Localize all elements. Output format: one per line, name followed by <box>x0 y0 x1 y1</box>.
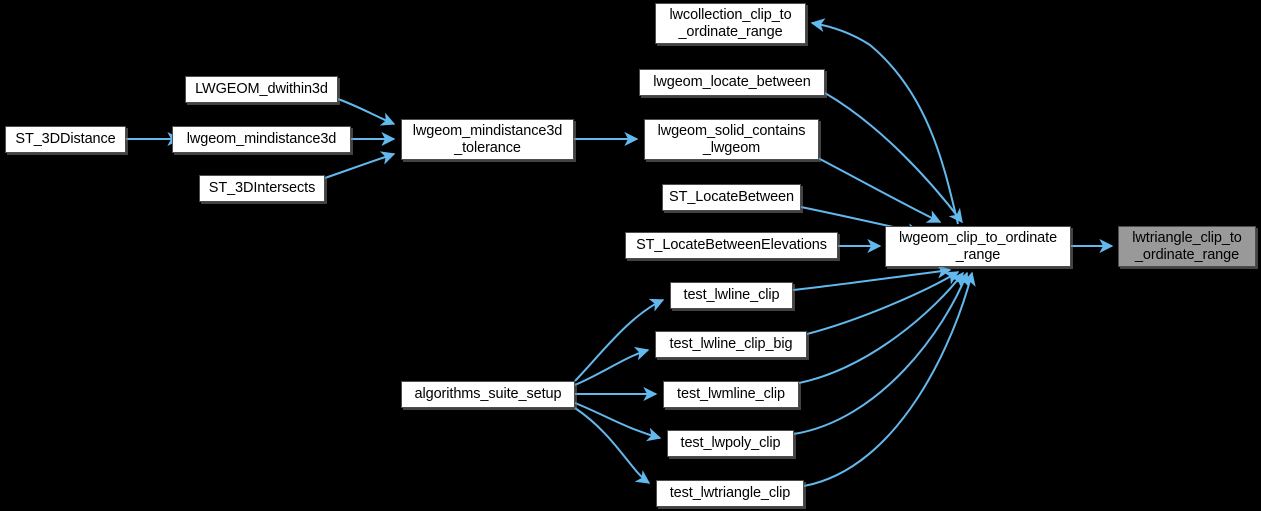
graph-edge-algorithms_suite_setup-to-test_lwpoly_clip <box>574 402 662 442</box>
graph-edge-algorithms_suite_setup-to-test_lwline_clip_big <box>574 346 650 386</box>
graph-edge-st_3dintersects-to-lwgeom_mindistance3d_tolerance <box>324 151 396 179</box>
graph-node-lwgeom_clip_to_ordinate_range[interactable]: lwgeom_clip_to_ordinate _range <box>885 226 1071 267</box>
graph-node-test_lwline_clip_big[interactable]: test_lwline_clip_big <box>655 331 807 358</box>
graph-edge-lwgeom_locate_between-to-lwgeom_clip_to_ordinate_range <box>824 92 963 224</box>
graph-edge-test_lwtriangle_clip-to-lwgeom_clip_to_ordinate_range <box>803 271 976 487</box>
graph-node-lwtriangle_clip_to_ordinate_range[interactable]: lwtriangle_clip_to _ordinate_range <box>1118 226 1256 267</box>
graph-edge-algorithms_suite_setup-to-test_lwline_clip <box>574 298 665 382</box>
graph-edge-lwgeom_solid_contains_lwgeom-to-lwgeom_clip_to_ordinate_range <box>817 157 942 223</box>
graph-node-test_lwpoly_clip[interactable]: test_lwpoly_clip <box>667 430 794 457</box>
graph-edge-test_lwline_clip_big-to-lwgeom_clip_to_ordinate_range <box>806 271 960 335</box>
graph-edge-test_lwmline_clip-to-lwgeom_clip_to_ordinate_range <box>798 271 964 384</box>
graph-node-lwgeom_mindistance3d_tolerance[interactable]: lwgeom_mindistance3d _tolerance <box>401 119 574 160</box>
graph-node-lwcollection_clip[interactable]: lwcollection_clip_to _ordinate_range <box>655 3 806 44</box>
graph-edge-algorithms_suite_setup-to-test_lwtriangle_clip <box>574 407 651 484</box>
graph-node-test_lwline_clip[interactable]: test_lwline_clip <box>670 282 793 309</box>
graph-node-st_3dintersects[interactable]: ST_3DIntersects <box>199 175 325 202</box>
graph-node-st_locatebetween[interactable]: ST_LocateBetween <box>662 184 801 211</box>
graph-node-algorithms_suite_setup[interactable]: algorithms_suite_setup <box>401 381 575 408</box>
graph-node-st_locatebetweenelevations[interactable]: ST_LocateBetweenElevations <box>625 232 838 259</box>
graph-node-test_lwtriangle_clip[interactable]: test_lwtriangle_clip <box>656 480 804 507</box>
graph-edge-test_lwline_clip-to-lwgeom_clip_to_ordinate_range <box>792 264 952 291</box>
graph-node-test_lwmline_clip[interactable]: test_lwmline_clip <box>663 381 799 408</box>
graph-node-lwgeom_dwithin3d[interactable]: LWGEOM_dwithin3d <box>185 76 338 103</box>
graph-node-st_3ddistance[interactable]: ST_3DDistance <box>5 126 126 153</box>
graph-node-lwgeom_mindistance3d[interactable]: lwgeom_mindistance3d <box>172 126 351 153</box>
graph-edge-test_lwpoly_clip-to-lwgeom_clip_to_ordinate_range <box>793 271 969 435</box>
graph-node-lwgeom_solid_contains_lwgeom[interactable]: lwgeom_solid_contains _lwgeom <box>644 119 819 160</box>
graph-edge-lwgeom_clip_to_ordinate_range-to-lwcollection_clip <box>810 18 959 225</box>
graph-node-lwgeom_locate_between[interactable]: lwgeom_locate_between <box>639 69 825 96</box>
graph-edge-lwgeom_dwithin3d-to-lwgeom_mindistance3d_tolerance <box>337 98 396 126</box>
